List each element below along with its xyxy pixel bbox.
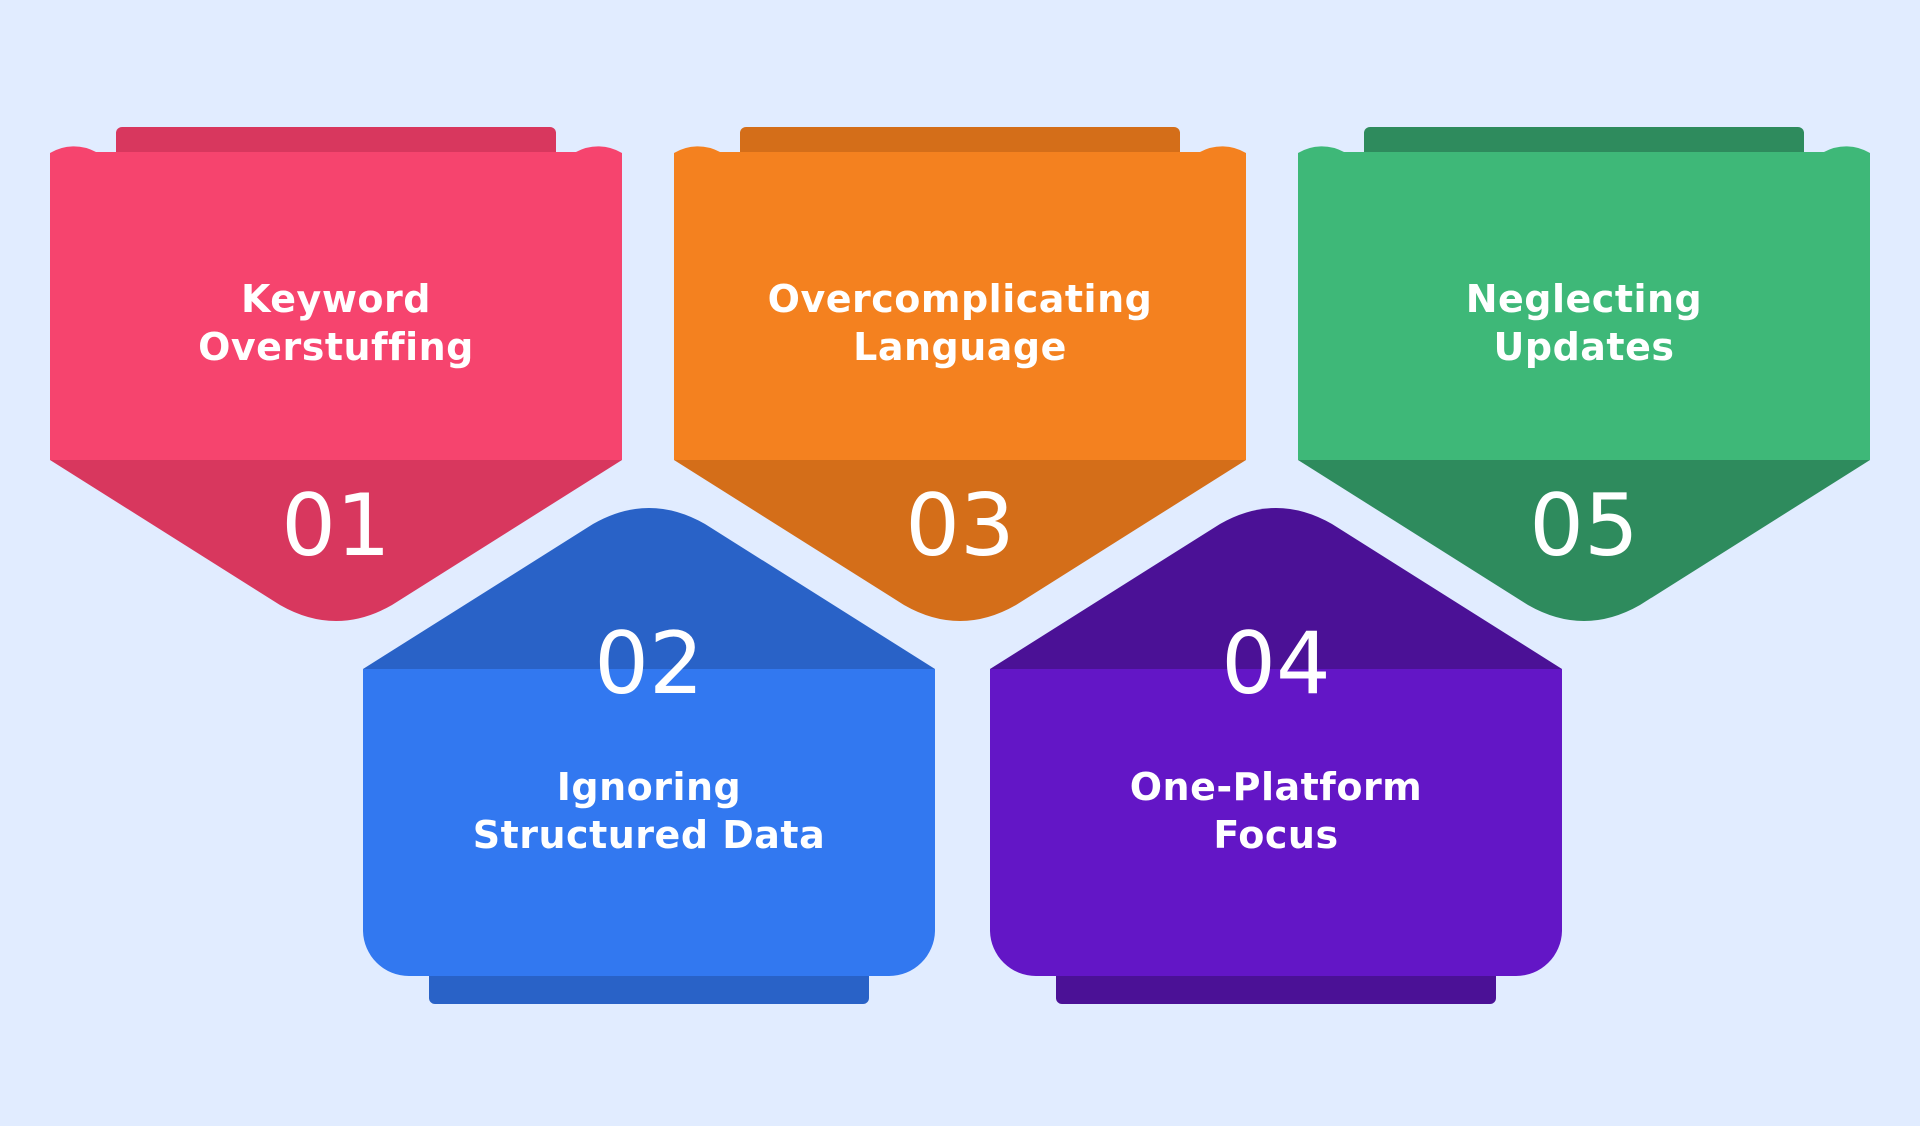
step-title: Overcomplicating Language [767,277,1153,369]
step-title: Ignoring Structured Data [472,765,826,857]
step-title: Keyword Overstuffing [198,277,474,369]
step-card-shape [363,508,935,1004]
step-number: 02 [594,614,704,714]
step-number: 04 [1221,614,1331,714]
step-card-shape [674,127,1246,621]
step-number: 05 [1529,476,1639,576]
step-card-01: Keyword Overstuffing 01 [50,127,622,634]
step-title: One-Platform Focus [1129,765,1423,857]
step-number: 01 [281,476,391,576]
step-title: Neglecting Updates [1465,277,1703,369]
step-card-04: 04 One-Platform Focus [990,497,1562,1004]
step-number: 03 [905,476,1015,576]
step-card-03: Overcomplicating Language 03 [674,127,1246,634]
step-card-shape [1298,127,1870,621]
step-card-02: 02 Ignoring Structured Data [363,497,935,1004]
step-card-shape [990,508,1562,1004]
step-card-05: Neglecting Updates 05 [1298,127,1870,634]
step-card-shape [50,127,622,621]
